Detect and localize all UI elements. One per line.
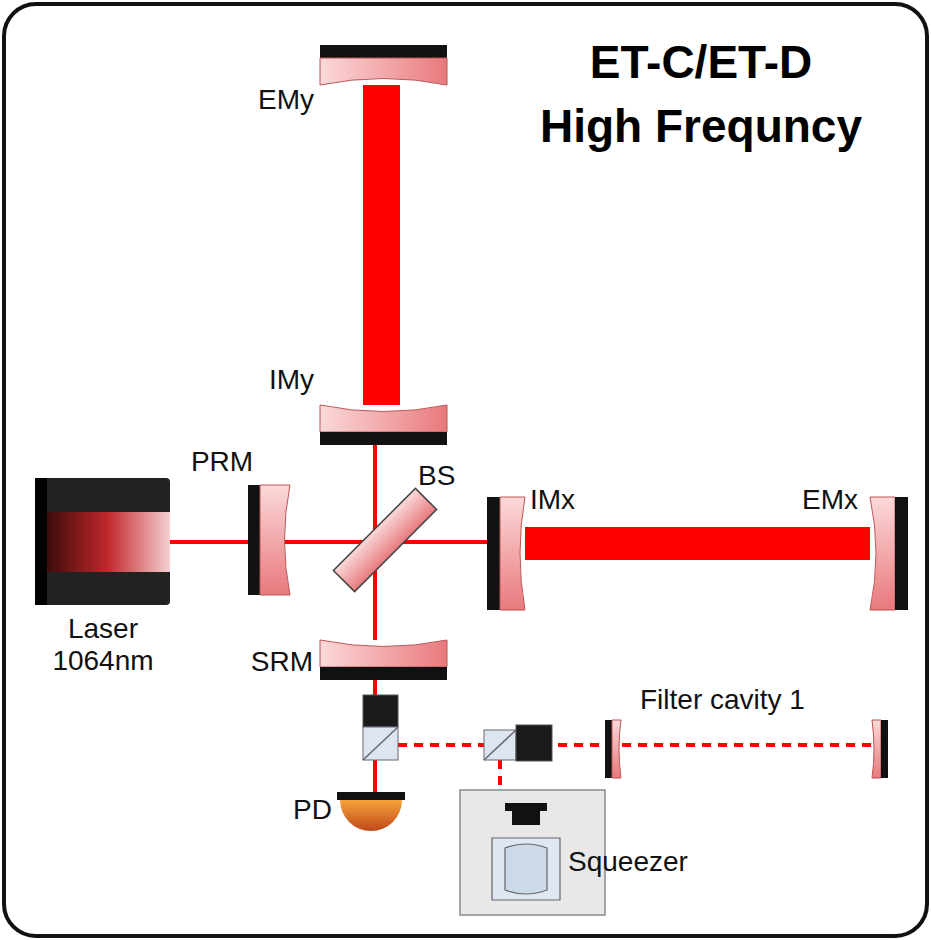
faraday-isolator [363,695,398,727]
cube-diagonal [484,730,516,760]
part-label: EMy [258,84,314,116]
squeezer-crystal [505,844,547,894]
input-beam [170,540,487,544]
squeezed-beam [498,760,502,792]
end-mirror [870,497,895,610]
mirror-coating [605,720,612,778]
part-label: BS [418,460,455,492]
mirror-coating [248,485,260,595]
photodiode [340,800,402,831]
frame [4,4,927,936]
part-label: PRM [191,446,253,478]
squeezer-crystal-housing [492,838,560,900]
input-mirror [320,405,447,432]
mirror-coating [320,45,447,58]
part-label: SRM [251,646,313,678]
filter-mirror [872,720,881,778]
mirror-coating [487,497,500,610]
laser-core [45,512,170,572]
laser-end [35,478,47,605]
squeezer-mirror [505,803,547,811]
part-label: Filter cavity 1 [640,684,805,716]
part-label: Squeezer [568,846,688,878]
beam-splitter-cube [484,730,516,760]
part-label: EMx [802,484,858,516]
squeezed-beam [398,743,872,747]
mirror-coating [320,432,447,445]
mirror-coating [320,667,447,680]
signal-recycling-mirror [320,640,447,667]
recycling-mirror [260,485,290,595]
end-mirror [320,58,447,85]
beam-splitter-cube [363,727,398,760]
part-label: PD [293,794,332,826]
faraday-isolator [516,725,552,761]
mirror-coating [881,720,888,778]
arm-beam-x [525,527,870,560]
arm-beam-y [363,85,400,405]
part-label: IMy [269,364,314,396]
part-label: Laser 1064nm [48,613,158,677]
cube-diagonal [363,727,398,760]
input-mirror [500,497,525,610]
laser-housing [35,478,170,605]
mirror-coating [895,497,908,610]
part-label: IMx [530,484,575,516]
diagram-title: ET-C/ET-D High Frequncy [534,30,868,159]
filter-mirror [612,720,621,778]
photodiode-window [337,792,405,800]
beam-splitter [333,488,436,591]
squeezer-mount [512,811,540,825]
